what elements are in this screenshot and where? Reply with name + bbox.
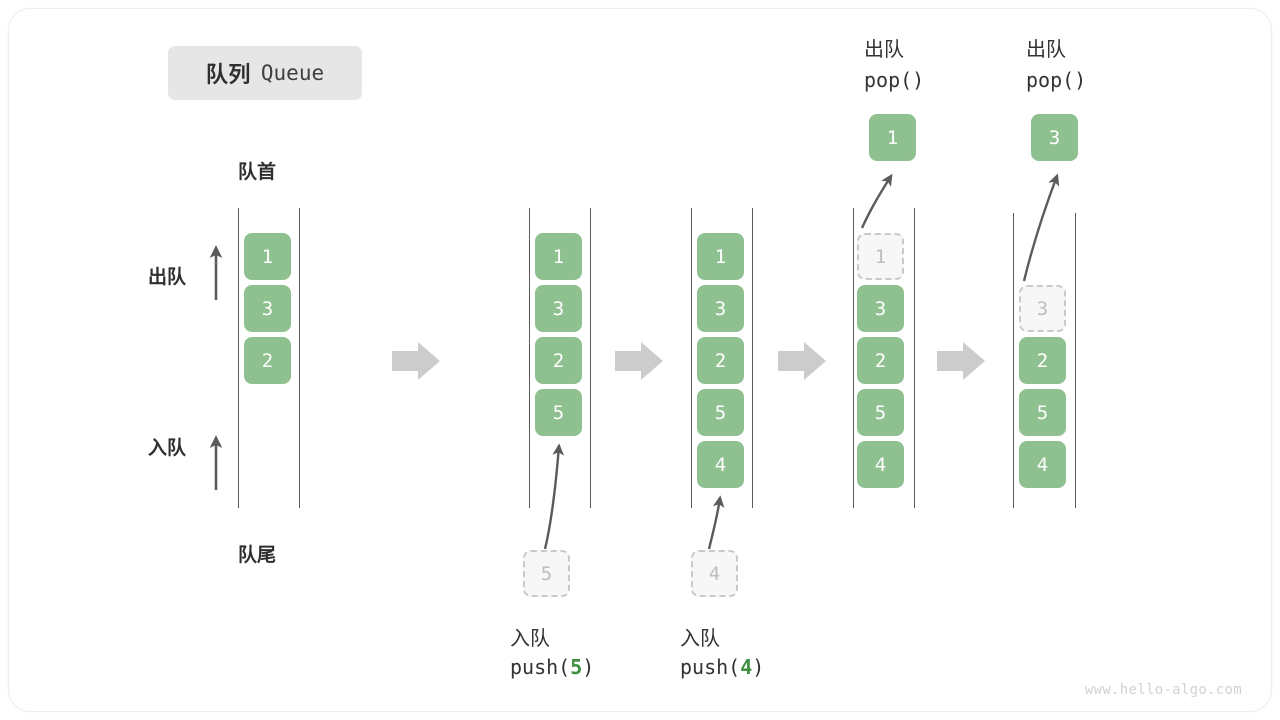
queue-ghost-cell-pop: 1 bbox=[857, 233, 904, 280]
pop3-label-cn: 出队 bbox=[1026, 39, 1066, 61]
queue-cell: 5 bbox=[697, 389, 744, 436]
figure-title-cn: 队列 bbox=[205, 62, 251, 87]
queue-rail-right-col5 bbox=[1075, 213, 1076, 508]
popped-cell: 3 bbox=[1031, 114, 1078, 161]
queue-cell: 2 bbox=[857, 337, 904, 384]
push4-caption-code: push(4) bbox=[680, 655, 764, 679]
queue-cell: 3 bbox=[857, 285, 904, 332]
queue-rail-left-col3 bbox=[691, 208, 692, 508]
queue-ghost-cell-pop: 3 bbox=[1019, 285, 1066, 332]
queue-ghost-cell-push: 5 bbox=[523, 550, 570, 597]
queue-cell: 2 bbox=[535, 337, 582, 384]
figure-card bbox=[8, 8, 1272, 712]
pop3-label-code: pop() bbox=[1026, 68, 1087, 92]
queue-head-label: 队首 bbox=[238, 162, 277, 183]
figure-title-chip: 队列 Queue bbox=[168, 46, 362, 100]
figure-title-en: Queue bbox=[260, 61, 325, 85]
queue-cell-new: 5 bbox=[535, 389, 582, 436]
queue-cell: 4 bbox=[1019, 441, 1066, 488]
push4-code-prefix: push( bbox=[680, 655, 741, 679]
queue-cell: 3 bbox=[244, 285, 291, 332]
queue-rail-right-col2 bbox=[590, 208, 591, 508]
watermark: www.hello-algo.com bbox=[1084, 682, 1242, 698]
queue-cell: 1 bbox=[697, 233, 744, 280]
popped-cell: 1 bbox=[869, 114, 916, 161]
dequeue-direction-label: 出队 bbox=[148, 267, 187, 288]
queue-cell: 5 bbox=[1019, 389, 1066, 436]
queue-ghost-cell-push: 4 bbox=[691, 550, 738, 597]
queue-rail-right-col4 bbox=[914, 208, 915, 508]
queue-rail-left-col4 bbox=[853, 208, 854, 508]
push4-code-suffix: ) bbox=[752, 655, 765, 679]
push5-caption-code: push(5) bbox=[510, 655, 594, 679]
queue-cell-new: 4 bbox=[697, 441, 744, 488]
push5-caption-cn: 入队 bbox=[510, 628, 550, 650]
pop1-label-cn: 出队 bbox=[864, 39, 904, 61]
queue-rail-right-col3 bbox=[752, 208, 753, 508]
queue-cell: 2 bbox=[244, 337, 291, 384]
push4-code-arg: 4 bbox=[740, 655, 753, 679]
queue-cell: 2 bbox=[1019, 337, 1066, 384]
queue-rail-left-col5 bbox=[1013, 213, 1014, 508]
queue-tail-label: 队尾 bbox=[238, 545, 277, 566]
queue-cell: 1 bbox=[535, 233, 582, 280]
pop1-label-code: pop() bbox=[864, 68, 925, 92]
push5-code-suffix: ) bbox=[582, 655, 595, 679]
queue-rail-left-col2 bbox=[529, 208, 530, 508]
queue-rail-left-col1 bbox=[238, 208, 239, 508]
queue-cell: 1 bbox=[244, 233, 291, 280]
queue-cell: 3 bbox=[535, 285, 582, 332]
push5-code-prefix: push( bbox=[510, 655, 571, 679]
queue-cell: 3 bbox=[697, 285, 744, 332]
push5-code-arg: 5 bbox=[570, 655, 583, 679]
queue-cell: 5 bbox=[857, 389, 904, 436]
queue-cell: 4 bbox=[857, 441, 904, 488]
queue-rail-right-col1 bbox=[299, 208, 300, 508]
push4-caption-cn: 入队 bbox=[680, 628, 720, 650]
enqueue-direction-label: 入队 bbox=[148, 438, 187, 459]
queue-cell: 2 bbox=[697, 337, 744, 384]
